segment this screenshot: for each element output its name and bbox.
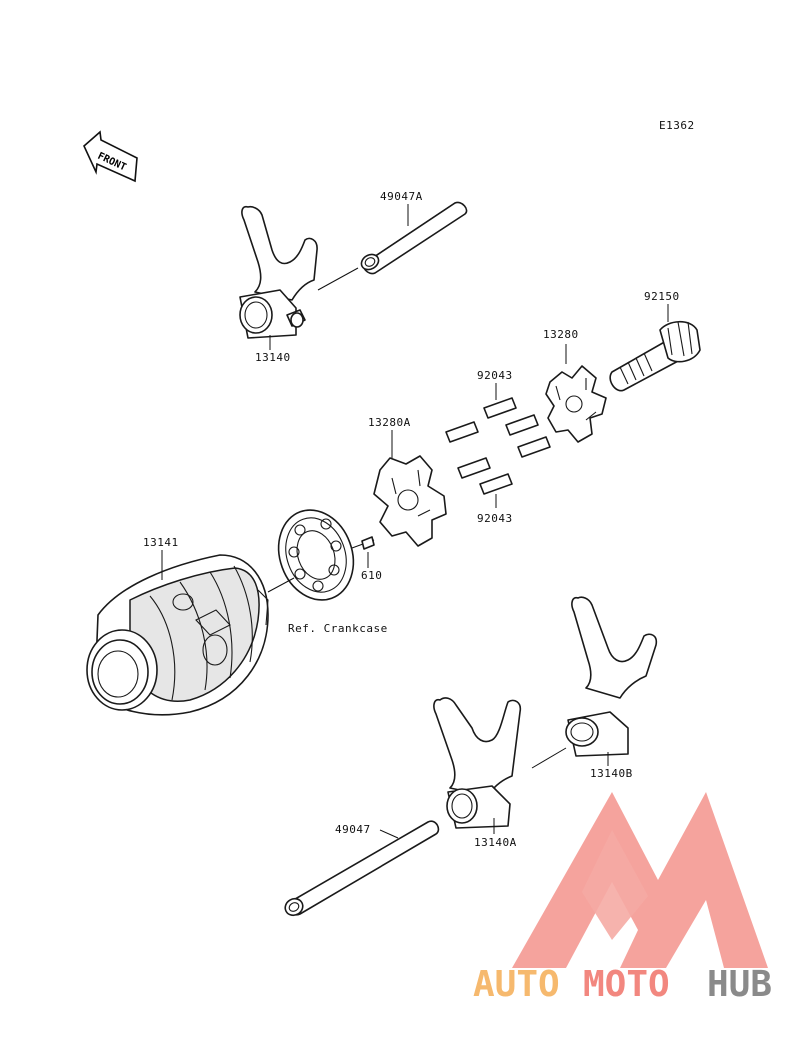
upper-fork: [239, 205, 318, 339]
watermark-text: AUTO MOTO HUB: [473, 964, 772, 1005]
label-92043-lower: 92043: [477, 512, 513, 525]
dowel-pin: [361, 536, 375, 550]
label-92150: 92150: [644, 290, 680, 303]
watermark-hub: HUB: [707, 964, 772, 1005]
reference-note: Ref. Crankcase: [288, 622, 388, 635]
label-13280: 13280: [543, 328, 579, 341]
front-arrow-icon: FRONT: [83, 130, 138, 183]
fork-b: [565, 596, 658, 757]
bearing: [277, 509, 355, 601]
watermark-moto: MOTO: [583, 964, 670, 1005]
watermark-logo: [512, 792, 768, 968]
drum: [86, 554, 269, 716]
label-13140A: 13140A: [474, 836, 517, 849]
lower-shaft: [284, 820, 440, 917]
label-13141: 13141: [143, 536, 179, 549]
label-92043-upper: 92043: [477, 369, 513, 382]
outer-star: [545, 365, 607, 443]
fork-a: [433, 697, 522, 829]
upper-shaft: [317, 201, 468, 291]
watermark-auto: AUTO: [473, 964, 560, 1005]
pins-upper: [445, 397, 551, 495]
label-13140B: 13140B: [590, 767, 633, 780]
label-49047A: 49047A: [380, 190, 423, 203]
diagram-code: E1362: [659, 119, 695, 132]
label-13280A: 13280A: [368, 416, 411, 429]
bolt: [609, 320, 701, 392]
label-610: 610: [361, 569, 382, 582]
label-49047: 49047: [335, 823, 371, 836]
inner-star: [373, 455, 447, 547]
label-13140: 13140: [255, 351, 291, 364]
